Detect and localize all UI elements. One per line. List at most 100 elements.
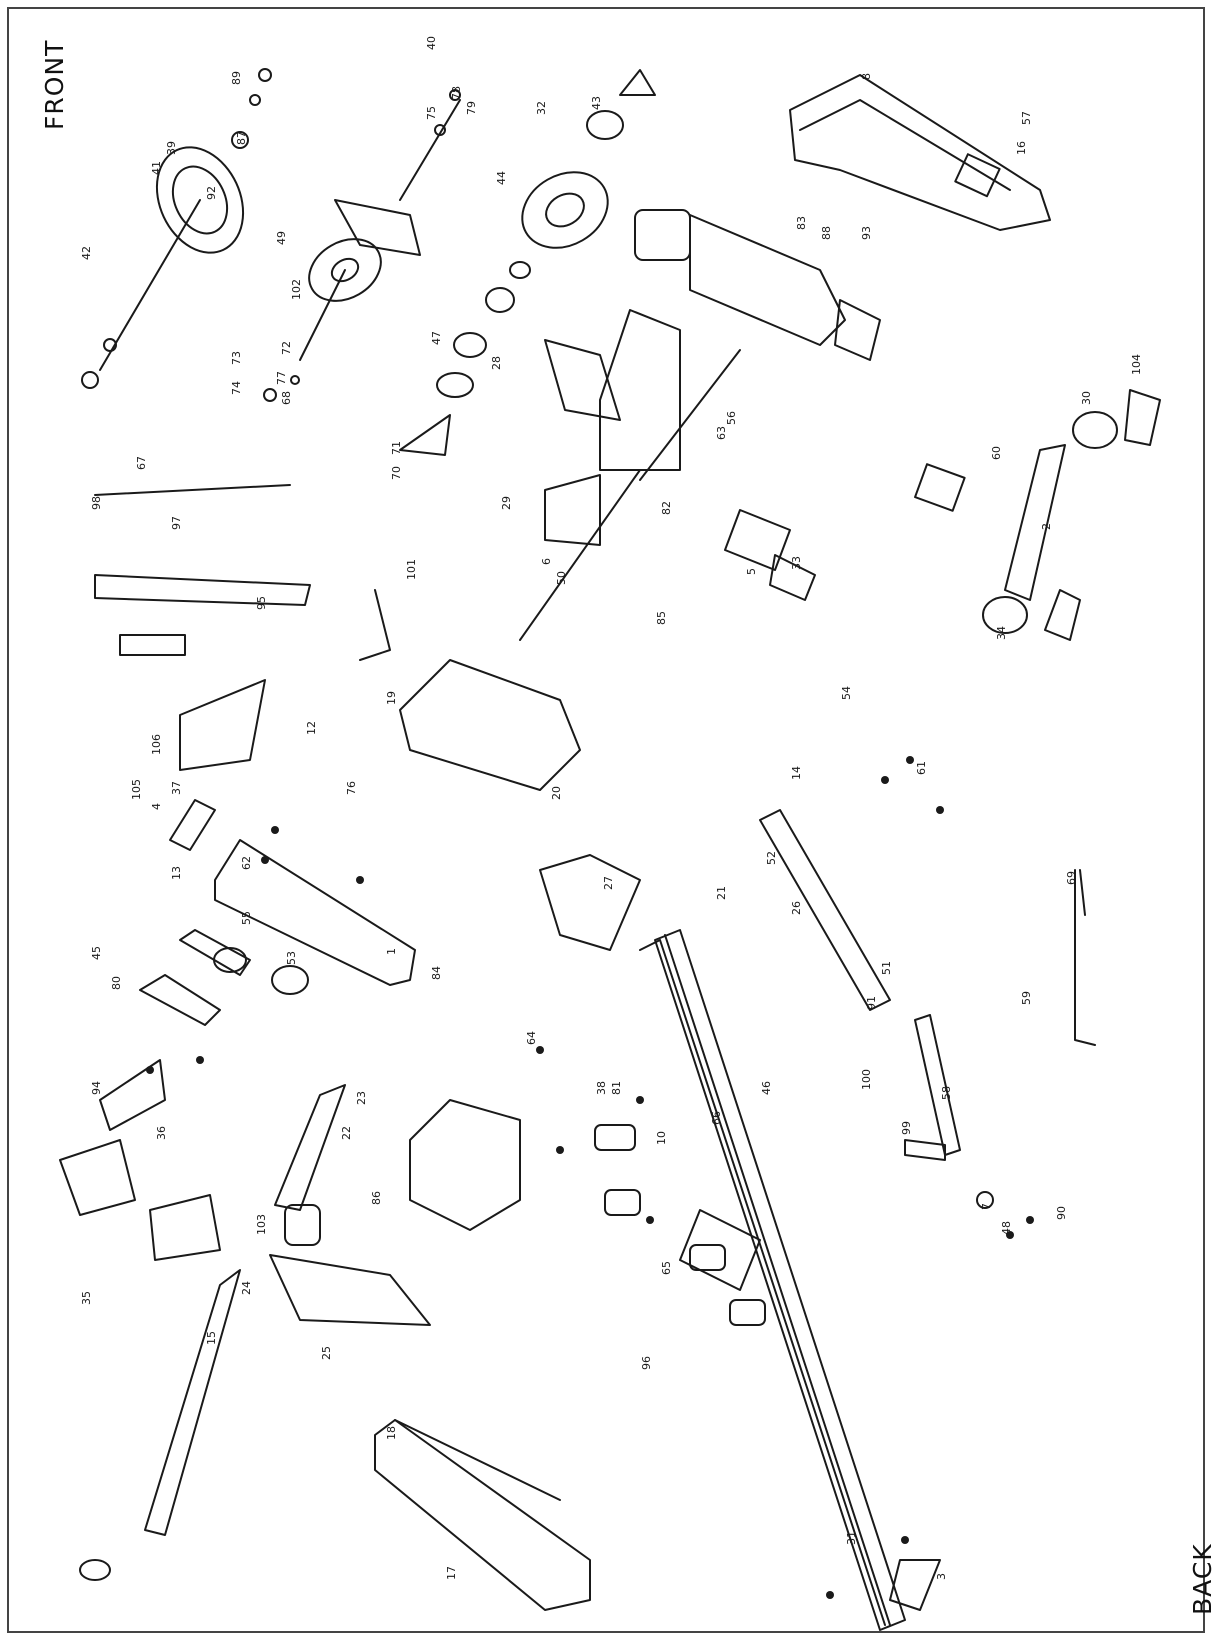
part-label-21: 21 bbox=[715, 886, 728, 900]
part-label-99: 99 bbox=[900, 1121, 913, 1135]
part-label-70: 70 bbox=[390, 466, 403, 480]
part-label-87: 87 bbox=[235, 131, 248, 145]
part-label-103: 103 bbox=[255, 1214, 268, 1235]
upright-frame bbox=[399, 209, 881, 791]
part-label-29: 29 bbox=[500, 496, 513, 510]
part-label-57: 57 bbox=[1020, 111, 1033, 125]
part-label-39: 39 bbox=[165, 141, 178, 155]
part-label-74: 74 bbox=[230, 381, 243, 395]
gear-assembly bbox=[399, 69, 656, 456]
part-label-52: 52 bbox=[765, 851, 778, 865]
part-label-44: 44 bbox=[495, 171, 508, 185]
part-label-8: 8 bbox=[860, 73, 873, 80]
part-label-81: 81 bbox=[610, 1081, 623, 1095]
part-label-98: 98 bbox=[90, 496, 103, 510]
part-label-4: 4 bbox=[150, 803, 163, 810]
part-label-13: 13 bbox=[170, 866, 183, 880]
part-label-105: 105 bbox=[130, 779, 143, 800]
part-label-20: 20 bbox=[550, 786, 563, 800]
part-label-48: 48 bbox=[1000, 1221, 1013, 1235]
flywheel-assembly bbox=[81, 68, 272, 389]
pulley-and-belt bbox=[263, 89, 461, 402]
part-label-30: 30 bbox=[1080, 391, 1093, 405]
part-label-91: 91 bbox=[865, 996, 878, 1010]
part-label-84: 84 bbox=[430, 966, 443, 980]
part-label-23: 23 bbox=[355, 1091, 368, 1105]
part-label-15: 15 bbox=[205, 1331, 218, 1345]
rear-base bbox=[374, 1419, 591, 1611]
part-label-97: 97 bbox=[170, 516, 183, 530]
part-label-61: 61 bbox=[915, 761, 928, 775]
part-label-51: 51 bbox=[880, 961, 893, 975]
part-label-104: 104 bbox=[1130, 354, 1143, 375]
page-border bbox=[7, 7, 1205, 1633]
pedal-housing bbox=[409, 854, 641, 1231]
part-label-60: 60 bbox=[990, 446, 1003, 460]
part-label-66: 66 bbox=[710, 1111, 723, 1125]
main-frame bbox=[139, 799, 416, 1026]
part-label-67: 67 bbox=[135, 456, 148, 470]
part-label-54: 54 bbox=[840, 686, 853, 700]
feet-pads bbox=[594, 1124, 941, 1611]
part-label-38: 38 bbox=[595, 1081, 608, 1095]
part-number-labels: 1234567810121314151617181920212223242526… bbox=[80, 36, 1143, 1580]
part-label-43: 43 bbox=[590, 96, 603, 110]
part-label-31: 31 bbox=[845, 1531, 858, 1545]
part-label-73: 73 bbox=[230, 351, 243, 365]
part-label-83: 83 bbox=[795, 216, 808, 230]
part-label-2: 2 bbox=[1040, 523, 1053, 530]
part-label-37: 37 bbox=[170, 781, 183, 795]
part-label-36: 36 bbox=[155, 1126, 168, 1140]
part-label-94: 94 bbox=[90, 1081, 103, 1095]
part-label-27: 27 bbox=[602, 876, 615, 890]
part-label-47: 47 bbox=[430, 331, 443, 345]
rail bbox=[639, 929, 906, 1631]
back-orientation-label: BACK bbox=[1188, 1543, 1212, 1615]
part-label-34: 34 bbox=[995, 626, 1008, 640]
part-label-46: 46 bbox=[760, 1081, 773, 1095]
part-label-59: 59 bbox=[1020, 991, 1033, 1005]
part-label-75: 75 bbox=[425, 106, 438, 120]
part-label-22: 22 bbox=[340, 1126, 353, 1140]
part-label-50: 50 bbox=[555, 571, 568, 585]
part-label-71: 71 bbox=[390, 441, 403, 455]
part-label-77: 77 bbox=[275, 371, 288, 385]
part-label-79: 79 bbox=[465, 101, 478, 115]
part-label-85: 85 bbox=[655, 611, 668, 625]
part-label-82: 82 bbox=[660, 501, 673, 515]
part-label-64: 64 bbox=[525, 1031, 538, 1045]
part-label-86: 86 bbox=[370, 1191, 383, 1205]
part-label-92: 92 bbox=[205, 186, 218, 200]
part-label-80: 80 bbox=[110, 976, 123, 990]
part-label-7: 7 bbox=[980, 1203, 993, 1210]
part-label-53: 53 bbox=[285, 951, 298, 965]
part-label-16: 16 bbox=[1015, 141, 1028, 155]
part-label-69: 69 bbox=[1065, 871, 1078, 885]
part-label-101: 101 bbox=[405, 559, 418, 580]
part-label-26: 26 bbox=[790, 901, 803, 915]
part-label-90: 90 bbox=[1055, 1206, 1068, 1220]
part-label-1: 1 bbox=[385, 948, 398, 955]
part-label-18: 18 bbox=[385, 1426, 398, 1440]
part-label-5: 5 bbox=[745, 568, 758, 575]
motor-cover bbox=[789, 74, 1051, 231]
part-label-3: 3 bbox=[935, 1573, 948, 1580]
part-label-45: 45 bbox=[90, 946, 103, 960]
part-label-55: 55 bbox=[240, 911, 253, 925]
part-label-63: 63 bbox=[715, 426, 728, 440]
hex-keys bbox=[1074, 869, 1096, 1046]
part-label-96: 96 bbox=[640, 1356, 653, 1370]
part-label-32: 32 bbox=[535, 101, 548, 115]
part-label-78: 78 bbox=[450, 86, 463, 100]
part-label-14: 14 bbox=[790, 766, 803, 780]
part-label-102: 102 bbox=[290, 279, 303, 300]
seat-carriage bbox=[759, 809, 994, 1209]
part-label-88: 88 bbox=[820, 226, 833, 240]
part-label-68: 68 bbox=[280, 391, 293, 405]
part-label-65: 65 bbox=[660, 1261, 673, 1275]
part-label-95: 95 bbox=[255, 596, 268, 610]
part-label-42: 42 bbox=[80, 246, 93, 260]
part-label-56: 56 bbox=[725, 411, 738, 425]
